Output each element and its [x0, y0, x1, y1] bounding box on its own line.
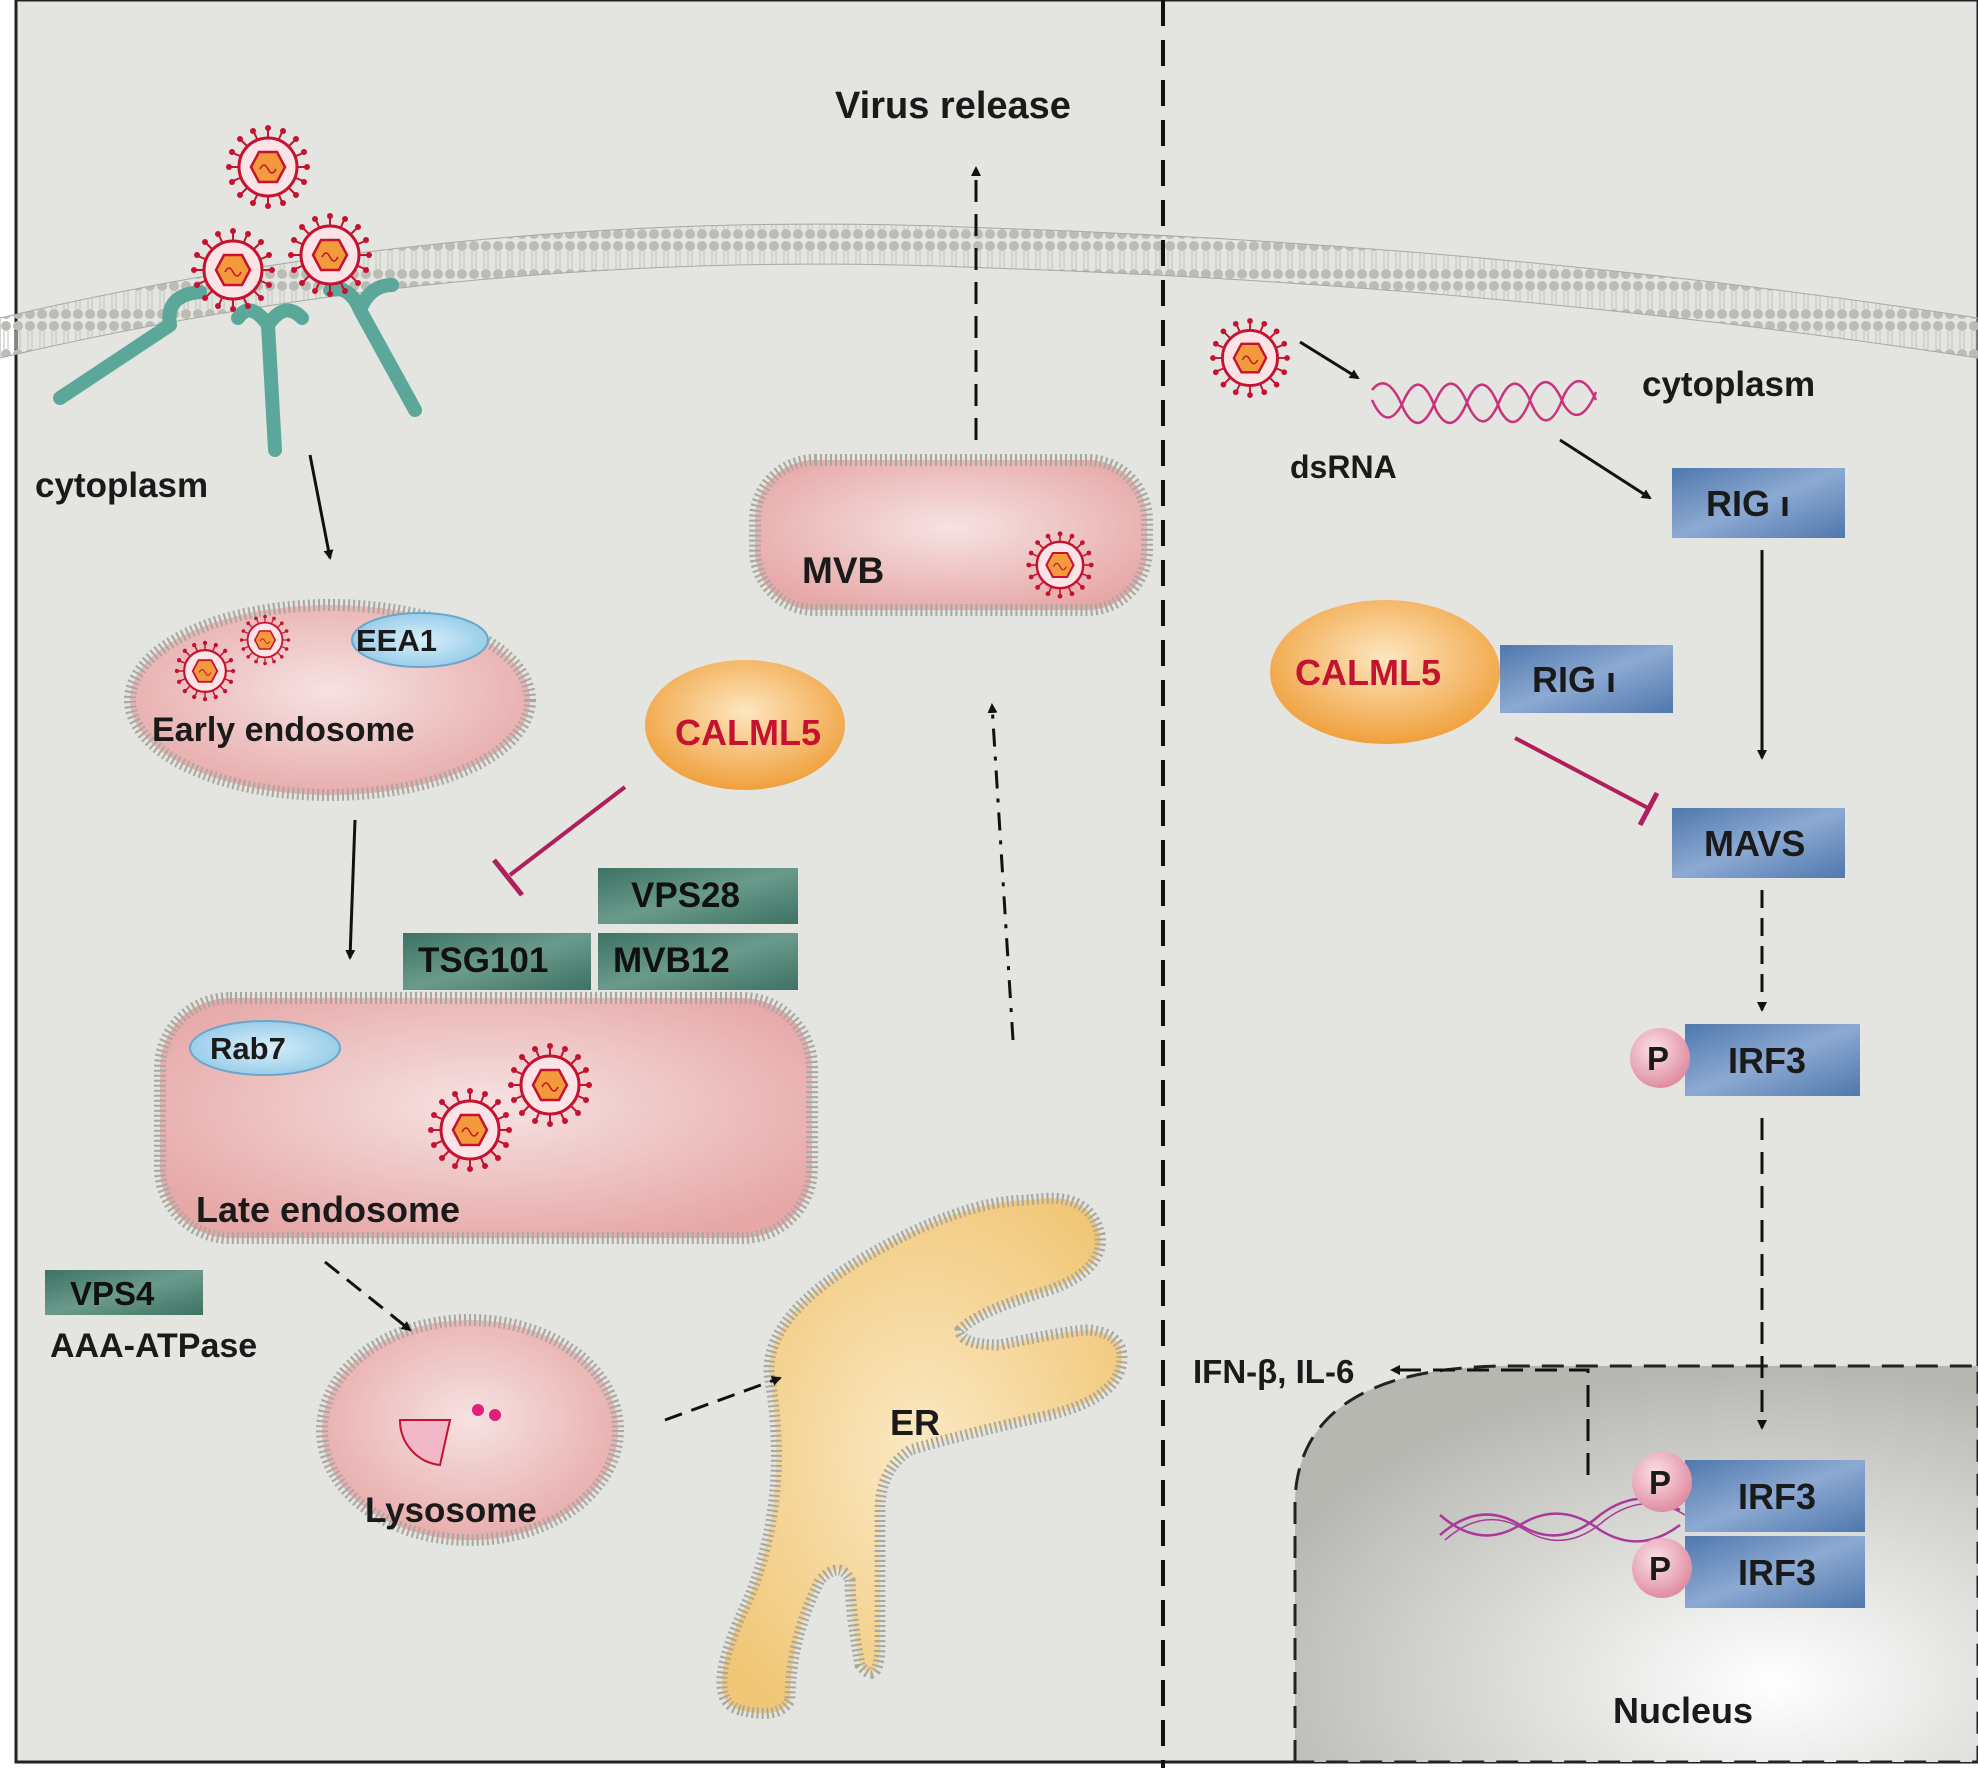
- phospho-icon: [1632, 1538, 1692, 1598]
- virus-icon: [173, 639, 237, 703]
- cytoplasm-label-right: cytoplasm: [1642, 365, 1815, 404]
- rig1-bound-label: RIG ı: [1532, 659, 1616, 700]
- arrow-dsrna-to-rig1: [1559, 438, 1652, 500]
- irf3-nuclear-label-top: IRF3: [1738, 1476, 1816, 1517]
- irf3-nuclear-box-top: [1685, 1460, 1865, 1532]
- aaa-atpase-label: AAA-ATPase: [50, 1327, 257, 1365]
- virus-icon: [189, 226, 277, 314]
- virus-icon: [224, 123, 312, 211]
- tsg101-label: TSG101: [418, 941, 548, 980]
- late-endosome-label: Late endosome: [196, 1189, 460, 1230]
- inhibition-line-right: [1514, 736, 1649, 810]
- nucleus-label: Nucleus: [1613, 1690, 1753, 1731]
- tsg101-box: [403, 933, 591, 990]
- eea1-label: EEA1: [356, 623, 437, 658]
- calml5-label-right: CALML5: [1295, 652, 1441, 693]
- lysosome: [316, 1314, 624, 1546]
- rig1-bound-box: [1500, 645, 1673, 713]
- calml5-protein-left: [645, 660, 845, 790]
- virus-icon: [506, 1041, 594, 1129]
- virus-release-label: Virus release: [835, 85, 1071, 127]
- arrow-early-to-late: [345, 819, 357, 960]
- irf3-nuclear-label-bottom: IRF3: [1738, 1552, 1816, 1593]
- virus-icon: [286, 211, 374, 299]
- irf3-box: [1685, 1024, 1860, 1096]
- phospho-label: P: [1649, 1464, 1671, 1501]
- mvb12-label: MVB12: [613, 941, 730, 980]
- irf3-nuclear-box-bottom: [1685, 1536, 1865, 1608]
- cytokines-label: IFN-β, IL-6: [1193, 1353, 1354, 1390]
- vps28-label: VPS28: [631, 876, 740, 915]
- er-label: ER: [890, 1402, 940, 1443]
- irf3-label: IRF3: [1728, 1040, 1806, 1081]
- degraded-particle-icon: [489, 1409, 501, 1421]
- rig1-box: [1672, 468, 1845, 538]
- dsrna-helix: [1370, 380, 1598, 424]
- rig1-label: RIG ı: [1706, 483, 1790, 524]
- arrow-uptake: [308, 454, 334, 560]
- dsrna-label: dsRNA: [1290, 449, 1397, 485]
- phospho-icon: [1632, 1452, 1692, 1512]
- virus-icon: [426, 1086, 514, 1174]
- calml5-label-left: CALML5: [675, 712, 821, 753]
- calml5-protein-right: [1270, 600, 1500, 744]
- arrow-late-to-lysosome: [324, 1260, 412, 1332]
- vps28-box: [598, 868, 798, 924]
- inhibition-bar-right: [1637, 791, 1660, 827]
- mvb12-box: [598, 933, 798, 990]
- virus-icon: [1025, 530, 1095, 600]
- arrow-lysosome-to-er: [664, 1376, 782, 1422]
- rab7-marker: [189, 1020, 341, 1076]
- receptor-group: [53, 278, 422, 457]
- phospho-label: P: [1649, 1550, 1671, 1587]
- degraded-virus-icon: [398, 1419, 452, 1467]
- virus-icon: [1208, 316, 1292, 400]
- inhibition-bar-left: [492, 858, 524, 897]
- phospho-icon: [1630, 1028, 1690, 1088]
- rab7-label: Rab7: [210, 1031, 286, 1066]
- mavs-label: MAVS: [1704, 823, 1805, 864]
- mavs-box: [1672, 808, 1845, 878]
- eea1-marker: [351, 612, 489, 668]
- vps4-box: [45, 1270, 203, 1315]
- endoplasmic-reticulum: [716, 1192, 1128, 1719]
- mvb-label: MVB: [802, 550, 884, 591]
- lysosome-label: Lysosome: [365, 1491, 537, 1530]
- phospho-label: P: [1647, 1040, 1669, 1077]
- virus-icon: [238, 613, 292, 667]
- arrow-nucleus-to-cytokines: [1390, 1365, 1590, 1475]
- arrow-er-to-mvb: [987, 703, 1015, 1041]
- cytoplasm-label-left: cytoplasm: [35, 466, 208, 505]
- inhibition-line-left: [508, 785, 627, 877]
- plasma-membrane: [0, 223, 1978, 359]
- degraded-particle-icon: [472, 1404, 484, 1416]
- early-endosome-label: Early endosome: [152, 711, 415, 749]
- vps4-label: VPS4: [70, 1275, 155, 1312]
- arrow-virus-to-dsrna: [1299, 340, 1360, 380]
